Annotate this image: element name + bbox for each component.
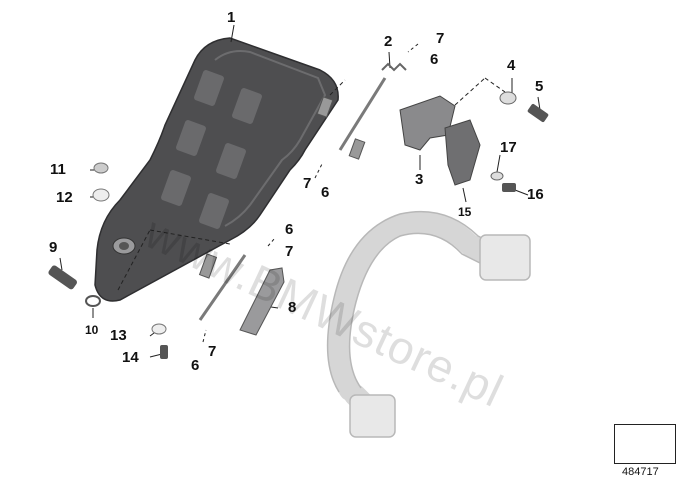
reference-box [614,424,676,464]
reference-number: 484717 [622,466,659,478]
callout-11: 11 [50,161,66,178]
frame-tube-outline [326,210,531,438]
callout-10: 10 [85,323,99,337]
hardware-parts [48,62,549,359]
callout-3: 3 [415,171,424,188]
callout-14: 14 [122,349,139,366]
heel-guard-plate [94,37,339,302]
callout-7: 7 [303,175,312,192]
callout-2: 2 [384,33,393,50]
callout-7: 7 [436,30,445,47]
callout-7: 7 [285,243,294,260]
callout-12: 12 [56,189,73,206]
callout-17: 17 [500,139,517,156]
callout-16: 16 [527,186,544,203]
callout-1: 1 [227,9,236,26]
callout-5: 5 [535,78,544,95]
callout-6: 6 [430,51,439,68]
callout-6: 6 [321,184,330,201]
callout-15: 15 [458,205,472,219]
callout-9: 9 [49,239,58,256]
callout-13: 13 [110,327,127,344]
callout-7: 7 [208,343,217,360]
callout-4: 4 [507,57,516,74]
callout-6: 6 [191,357,200,374]
callout-8: 8 [288,299,297,316]
callout-6: 6 [285,221,294,238]
